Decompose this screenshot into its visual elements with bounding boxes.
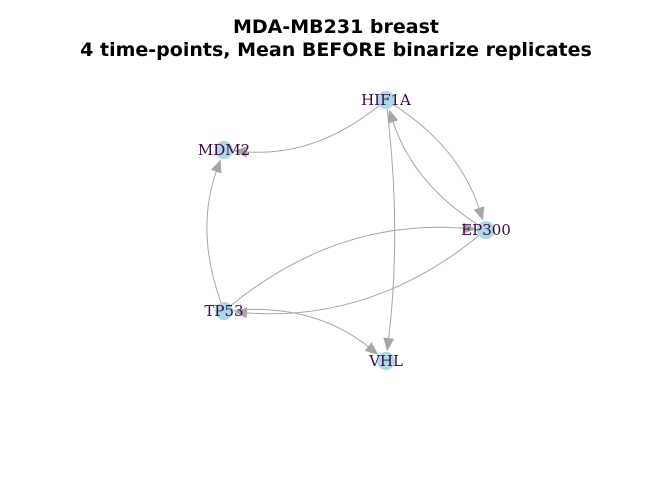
node-vhl: VHL (368, 352, 403, 370)
node-label: VHL (368, 352, 403, 370)
edge-line (230, 226, 466, 306)
node-circle (215, 302, 233, 320)
node-mdm2: MDM2 (198, 141, 250, 159)
edge-hif1a-to-mdm2 (233, 105, 380, 158)
edge-line (232, 308, 370, 349)
edge-line (393, 104, 481, 211)
node-ep300: EP300 (461, 221, 511, 239)
edge-tp53-to-vhl (232, 308, 379, 355)
edge-line (244, 235, 480, 315)
edge-arrowhead (462, 222, 477, 234)
node-circle (377, 352, 395, 370)
node-tp53: TP53 (204, 302, 244, 320)
edge-hif1a-to-vhl (383, 108, 396, 352)
edge-arrowhead (233, 307, 248, 319)
edge-line (206, 169, 222, 303)
node-label: EP300 (461, 221, 511, 239)
edge-ep300-to-hif1a (387, 109, 479, 226)
edge-arrowhead (233, 146, 248, 158)
edge-tp53-to-mdm2 (206, 159, 222, 303)
edge-line (386, 108, 396, 341)
edge-arrowhead (211, 159, 222, 174)
title-line-2: 4 time-points, Mean BEFORE binarize repl… (80, 39, 592, 61)
node-label: HIF1A (361, 91, 411, 109)
edges-layer (206, 104, 485, 355)
edge-arrowhead (473, 206, 485, 221)
edge-line (391, 119, 479, 226)
edge-arrowhead (364, 342, 379, 355)
node-label: TP53 (204, 302, 243, 320)
edge-arrowhead (383, 337, 395, 352)
node-circle (377, 91, 395, 109)
node-circle (215, 141, 233, 159)
edge-arrowhead (387, 109, 399, 124)
title-line-1: MDA-MB231 breast (232, 16, 439, 38)
edge-line (244, 105, 380, 153)
node-circle (477, 221, 495, 239)
node-label: MDM2 (198, 141, 250, 159)
edge-hif1a-to-ep300 (393, 104, 485, 221)
node-hif1a: HIF1A (361, 91, 411, 109)
edge-ep300-to-tp53 (233, 235, 480, 319)
edge-tp53-to-ep300 (230, 222, 477, 306)
